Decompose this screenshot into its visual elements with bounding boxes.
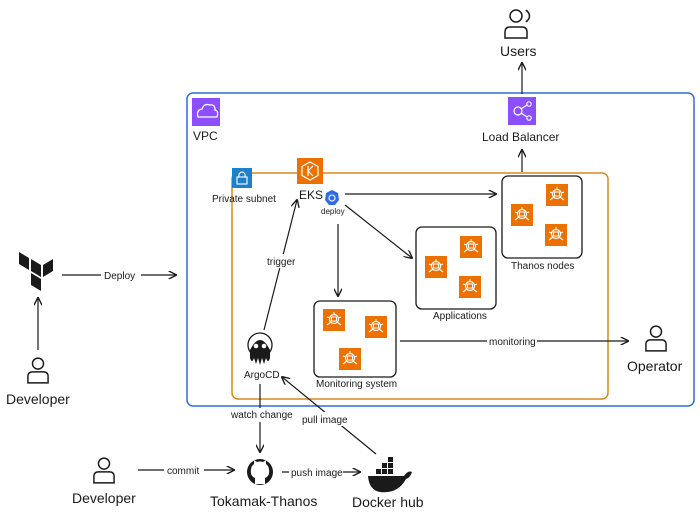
- edge-label-trigger: trigger: [267, 257, 296, 268]
- operator-label: Operator: [627, 358, 683, 374]
- application-node-3: [459, 276, 481, 298]
- load-balancer-icon: [508, 97, 536, 125]
- edge-label-monitoring: monitoring: [489, 337, 536, 348]
- docker-hub-label: Docker hub: [352, 494, 424, 510]
- edge-label-pull-image: pull image: [302, 415, 348, 426]
- eks-label: EKS: [299, 188, 323, 202]
- vpc-cloud-icon: [192, 98, 220, 126]
- thanos-node-3: [545, 224, 567, 246]
- monitoring-node-1: [323, 309, 345, 331]
- github-icon: [247, 459, 273, 485]
- users-label: Users: [500, 43, 537, 59]
- private-subnet-label: Private subnet: [212, 194, 276, 205]
- applications-label: Applications: [433, 311, 487, 322]
- thanos-node-2: [511, 204, 533, 226]
- application-node-2: [425, 256, 447, 278]
- vpc-label: VPC: [193, 129, 218, 143]
- lock-icon: [232, 168, 252, 188]
- users-icon: [504, 9, 531, 39]
- terraform-icon: [19, 252, 53, 291]
- edge-label-deploy: Deploy: [104, 271, 135, 282]
- arrow-eks-to-applications: [344, 204, 412, 258]
- argocd-octopus-icon: [247, 332, 273, 365]
- developer-left-label: Developer: [6, 391, 70, 407]
- edge-label-push-image: push image: [291, 468, 343, 479]
- arrow-argocd-to-eks: [263, 200, 297, 331]
- application-node-1: [460, 236, 482, 258]
- argocd-label: ArgoCD: [244, 370, 280, 381]
- vpc-boundary: [186, 92, 695, 407]
- monitoring-system-label: Monitoring system: [316, 379, 397, 390]
- private-subnet-boundary: [231, 172, 609, 400]
- edge-label-watch-change: watch change: [230, 410, 293, 421]
- monitoring-node-2: [365, 316, 387, 338]
- developer-bottom-icon: [93, 457, 115, 484]
- deploy-badge-label: deploy: [321, 207, 345, 216]
- tokamak-label: Tokamak-Thanos: [210, 493, 317, 509]
- thanos-nodes-label: Thanos nodes: [511, 261, 574, 272]
- kubernetes-icon: [325, 190, 339, 205]
- eks-icon: [297, 158, 323, 184]
- operator-icon: [645, 325, 667, 352]
- developer-left-icon: [27, 357, 49, 384]
- monitoring-node-3: [339, 348, 361, 370]
- developer-bottom-label: Developer: [72, 490, 136, 506]
- docker-whale-icon: [368, 457, 412, 493]
- load-balancer-label: Load Balancer: [482, 130, 559, 144]
- edge-label-commit: commit: [167, 466, 199, 477]
- thanos-node-1: [546, 184, 568, 206]
